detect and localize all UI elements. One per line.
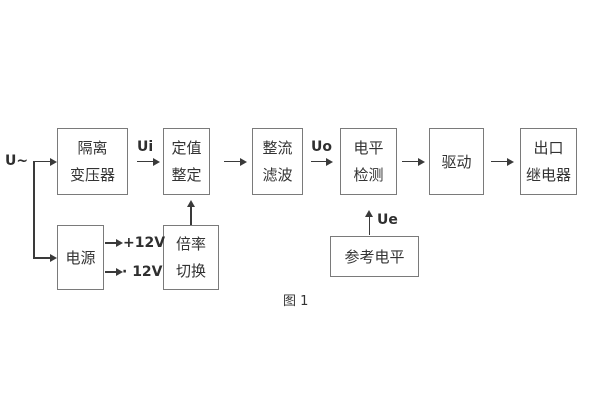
isolation-transformer-label-line2: 变压器 <box>69 166 115 184</box>
level-detection-box: 电平 检测 <box>340 128 397 195</box>
reference-level-box: 参考电平 <box>330 236 419 277</box>
connector-transformer-to-setpoint <box>137 160 153 162</box>
input-signal-label: U~ <box>5 153 29 169</box>
arrowhead-reference-to-level <box>365 210 373 217</box>
level-detection-label-line1: 电平 <box>353 139 384 157</box>
arrowhead-input-to-transformer <box>50 157 57 166</box>
connector-drive-to-relay <box>491 160 507 162</box>
arrowhead-power-plus12v <box>116 239 123 247</box>
ratio-switch-box: 倍率 切换 <box>163 225 219 290</box>
ui-signal-label: Ui <box>137 139 154 155</box>
arrowhead-level-to-drive <box>418 157 425 166</box>
setpoint-setting-label-line1: 定值 <box>171 139 202 157</box>
connector-setpoint-to-rectifier <box>224 160 240 162</box>
output-relay-label-line1: 出口 <box>533 139 564 157</box>
ratio-switch-label-line2: 切换 <box>175 262 206 280</box>
connector-input-to-transformer <box>33 160 50 162</box>
drive-box: 驱动 <box>429 128 484 195</box>
rectifier-filter-label-line1: 整流 <box>262 139 293 157</box>
arrowhead-setpoint-to-rectifier <box>240 157 247 166</box>
output-relay-box: 出口 继电器 <box>520 128 577 195</box>
ue-signal-label: Ue <box>377 212 398 228</box>
connector-power-plus12v <box>105 242 116 244</box>
level-detection-label-line2: 检测 <box>353 166 384 184</box>
connector-level-to-drive <box>402 160 418 162</box>
isolation-transformer-label-line1: 隔离 <box>77 139 108 157</box>
arrowhead-input-to-power <box>50 254 57 262</box>
rectifier-filter-label-line2: 滤波 <box>262 166 293 184</box>
connector-power-minus12v <box>105 271 116 273</box>
connector-reference-to-level <box>368 217 370 235</box>
power-supply-box: 电源 <box>57 225 104 290</box>
reference-level-label: 参考电平 <box>344 247 405 266</box>
arrowhead-power-minus12v <box>116 268 123 276</box>
minus12v-label: · 12V <box>122 264 163 280</box>
setpoint-setting-box: 定值 整定 <box>163 128 210 195</box>
figure-caption: 图 1 <box>283 294 309 309</box>
plus12v-label: +12V <box>123 235 166 251</box>
connector-input-to-power <box>33 257 50 259</box>
connector-input-branch-down <box>33 160 35 258</box>
setpoint-setting-label-line2: 整定 <box>171 166 202 184</box>
drive-label: 驱动 <box>441 152 472 171</box>
ratio-switch-label-line1: 倍率 <box>175 235 206 253</box>
arrowhead-ratio-to-setpoint <box>186 200 195 207</box>
arrowhead-drive-to-relay <box>507 157 514 166</box>
output-relay-label-line2: 继电器 <box>525 166 571 184</box>
connector-rectifier-to-level <box>311 160 326 162</box>
power-supply-label: 电源 <box>65 248 96 267</box>
rectifier-filter-box: 整流 滤波 <box>252 128 303 195</box>
uo-signal-label: Uo <box>311 139 332 155</box>
isolation-transformer-box: 隔离 变压器 <box>57 128 128 195</box>
connector-ratio-to-setpoint <box>190 207 192 225</box>
arrowhead-rectifier-to-level <box>326 157 333 166</box>
arrowhead-transformer-to-setpoint <box>153 157 160 166</box>
